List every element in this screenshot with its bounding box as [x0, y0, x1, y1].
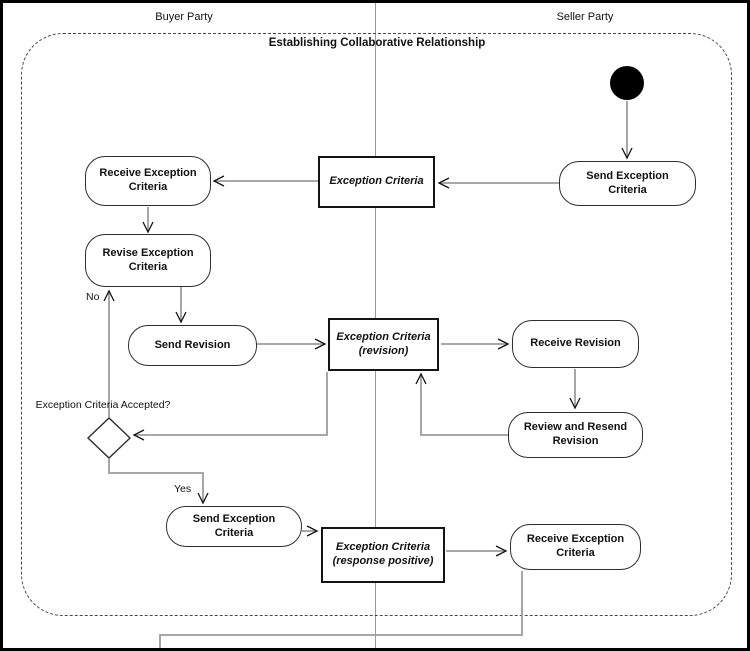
node-send-exception-criteria-seller: Send Exception Criteria — [559, 161, 696, 206]
node-receive-exception-criteria-buyer: Receive Exception Criteria — [85, 156, 211, 206]
node-receive-exception-criteria-seller: Receive Exception Criteria — [510, 524, 641, 570]
node-exception-criteria-response-positive-object: Exception Criteria (response positive) — [321, 527, 445, 583]
object-label: Exception Criteria — [335, 541, 431, 554]
node-label: Revise Exception Criteria — [102, 246, 194, 273]
node-send-exception-criteria-buyer: Send Exception Criteria — [166, 506, 302, 547]
yes-branch-label: Yes — [174, 483, 192, 495]
node-label: Receive Revision — [530, 337, 621, 350]
node-exception-criteria-object: Exception Criteria — [318, 156, 435, 208]
node-review-and-resend-revision: Review and Resend Revision — [508, 412, 643, 458]
decision-question-label: Exception Criteria Accepted? — [35, 399, 171, 411]
object-label: Exception Criteria — [336, 330, 431, 343]
object-label: Exception Criteria — [329, 175, 424, 188]
node-send-revision: Send Revision — [128, 325, 257, 366]
node-label: Receive Exception Criteria — [526, 533, 625, 559]
object-qualifier: (revision) — [358, 344, 409, 357]
lane-label-seller: Seller Party — [556, 11, 614, 23]
node-receive-revision: Receive Revision — [512, 320, 639, 368]
node-label: Send Revision — [154, 338, 231, 351]
node-exception-criteria-revision-object: Exception Criteria (revision) — [328, 318, 439, 371]
node-label: Receive Exception Criteria — [99, 167, 197, 193]
node-label: Send Exception Criteria — [586, 169, 669, 196]
no-branch-label: No — [86, 291, 100, 303]
lane-label-buyer: Buyer Party — [155, 11, 213, 23]
node-label: Review and Resend Revision — [523, 421, 628, 447]
frame-title: Establishing Collaborative Relationship — [268, 37, 486, 49]
initial-node — [610, 66, 644, 100]
object-qualifier: (response positive) — [332, 555, 434, 567]
node-revise-exception-criteria: Revise Exception Criteria — [85, 234, 211, 287]
node-label: Send Exception Criteria — [192, 512, 276, 539]
